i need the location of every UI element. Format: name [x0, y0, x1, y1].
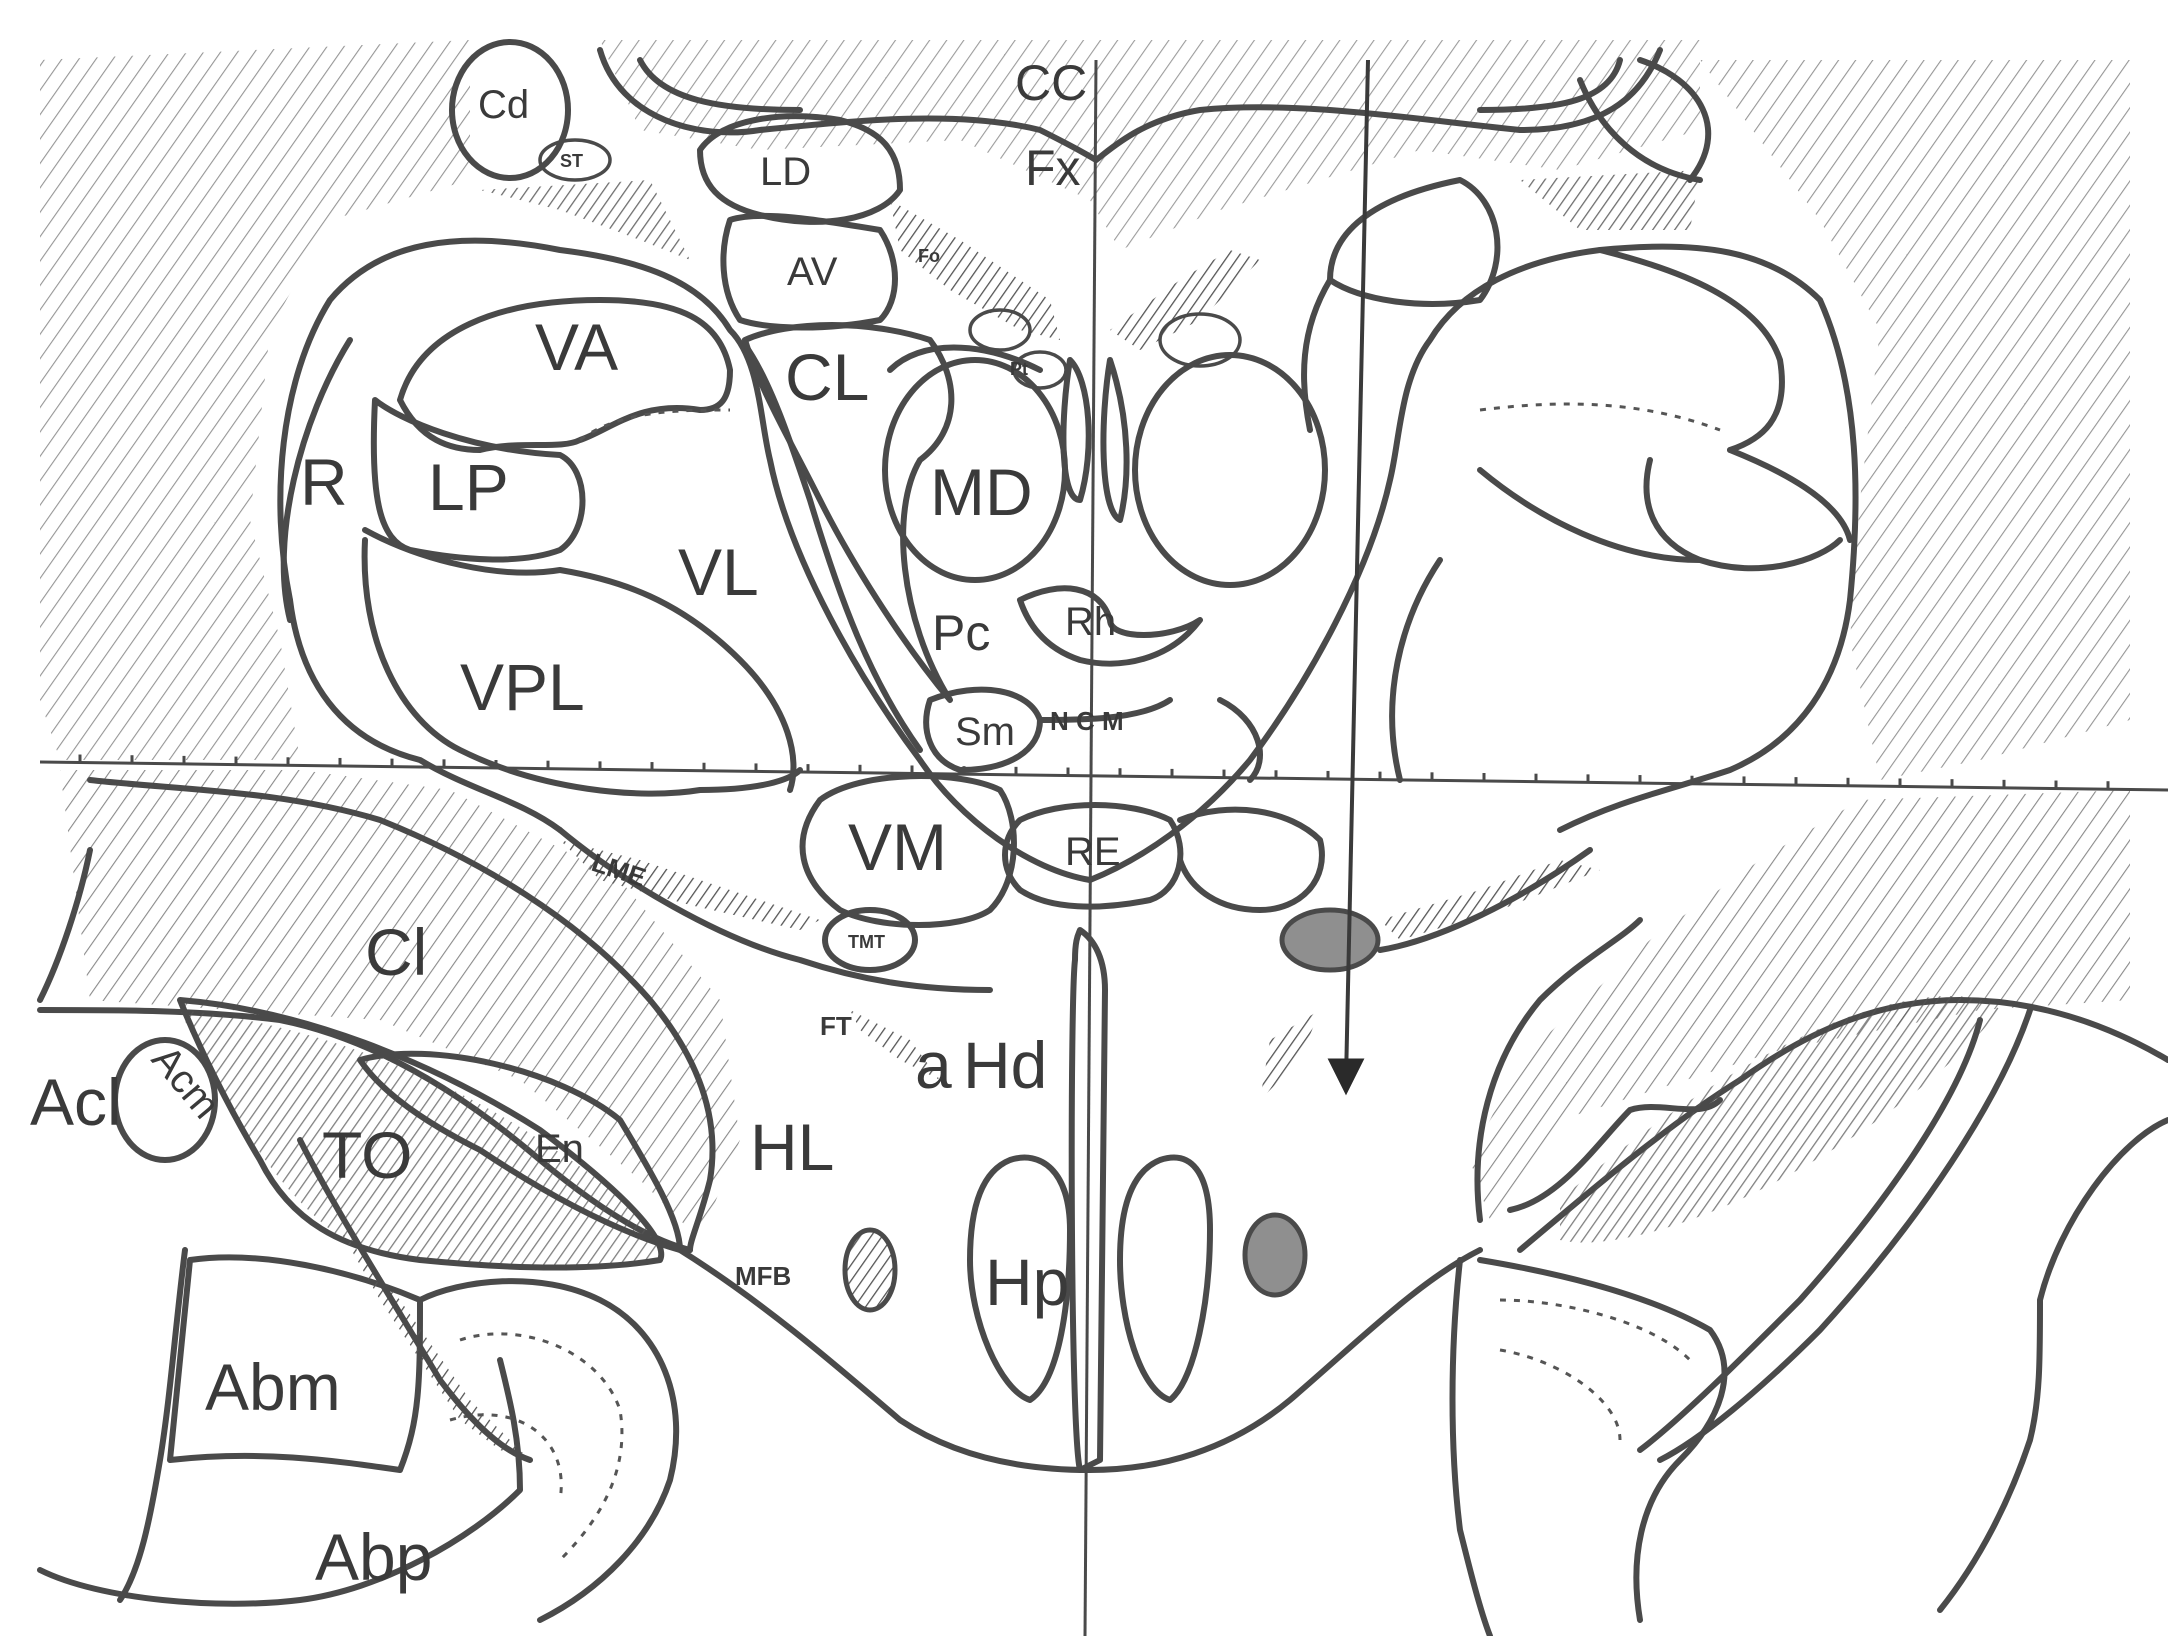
label-hl: HL [750, 1110, 834, 1184]
label-st: ST [560, 151, 583, 171]
label-abp: Abp [315, 1520, 432, 1594]
mammillothalamic-tract-right [1282, 910, 1378, 970]
label-r: R [300, 445, 348, 519]
label-mfb: MFB [735, 1261, 791, 1291]
label-acl: Acl [30, 1065, 122, 1139]
label-rh: Rh [1065, 600, 1116, 644]
label-cl: CL [785, 340, 869, 414]
medial-forebrain-bundle-right [1245, 1215, 1305, 1295]
label-a: a [915, 1028, 952, 1102]
label-to: TO [322, 1118, 412, 1192]
label-vpl: VPL [460, 650, 585, 724]
label-md: MD [930, 455, 1033, 529]
label-ft: FT [820, 1011, 852, 1041]
label-va: VA [535, 310, 618, 384]
label-en: En [535, 1127, 584, 1171]
right-thalamus [1090, 180, 1856, 880]
label-lp: LP [428, 450, 509, 524]
label-cl-claustrum: Cl [365, 915, 427, 989]
label-cc: CC [1015, 55, 1087, 111]
medial-forebrain-bundle-left [845, 1230, 895, 1310]
label-fx: Fx [1025, 140, 1081, 196]
label-tmt: TMT [848, 932, 885, 952]
label-pc: Pc [932, 605, 990, 661]
label-sm: Sm [955, 710, 1015, 754]
label-fo: Fo [918, 246, 940, 266]
label-hp: Hp [985, 1245, 1069, 1319]
label-pt: Pt [1010, 359, 1028, 379]
label-ncm: N C M [1050, 706, 1124, 736]
label-av: AV [787, 250, 838, 294]
label-vm: VM [848, 810, 947, 884]
label-abm: Abm [205, 1350, 341, 1424]
label-hd: Hd [963, 1028, 1047, 1102]
label-vl: VL [678, 535, 759, 609]
label-cd: Cd [478, 83, 529, 127]
label-ld: LD [760, 150, 811, 194]
label-re: RE [1065, 830, 1121, 874]
electrode-tip [1330, 1060, 1362, 1092]
